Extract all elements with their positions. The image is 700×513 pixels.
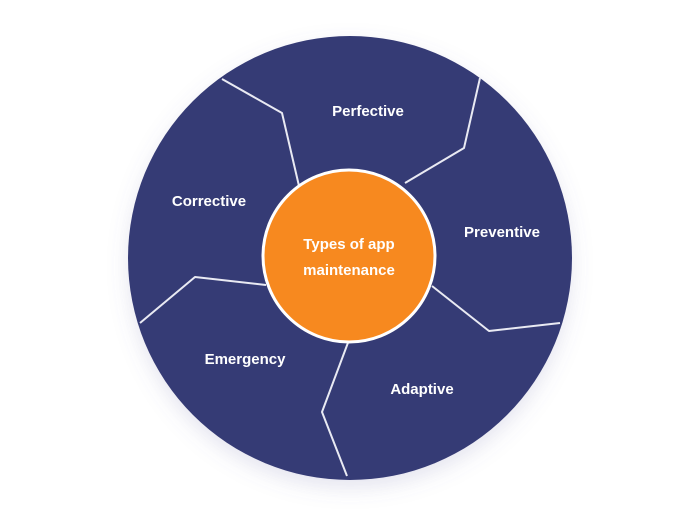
segment-label-preventive: Preventive xyxy=(464,224,540,241)
divider-perfective-preventive xyxy=(404,77,481,184)
center-hub xyxy=(261,168,437,344)
segment-label-corrective: Corrective xyxy=(172,193,246,210)
segment-dividers xyxy=(139,77,561,477)
divider-corrective-perfective xyxy=(221,78,300,187)
center-title-line-2: maintenance xyxy=(303,262,395,279)
divider-preventive-adaptive xyxy=(431,285,561,332)
segment-label-adaptive: Adaptive xyxy=(390,381,453,398)
center-title-line-1: Types of app xyxy=(303,236,394,253)
segment-label-perfective: Perfective xyxy=(332,103,404,120)
divider-adaptive-emergency xyxy=(321,339,350,477)
divider-emergency-corrective xyxy=(139,276,267,324)
segment-label-emergency: Emergency xyxy=(205,351,287,368)
